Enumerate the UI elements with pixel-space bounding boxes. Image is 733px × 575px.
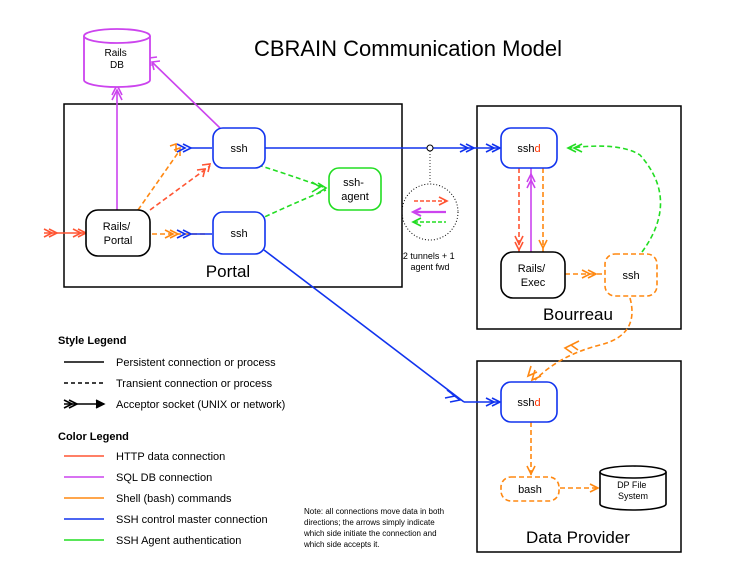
note-line-3: which side initiate the connection and [303,529,437,538]
bash-label: bash [518,484,542,496]
http-portal-to-ssh-top [149,165,211,211]
ssh-master-arrow-2 [485,397,502,407]
tunnel-note-line1: 2 tunnels + 1 [403,251,455,261]
http-arrow-bourreau [514,235,524,252]
shell-arrow-dp-2 [526,365,542,382]
tunnel-note: 2 tunnels + 1 agent fwd [403,251,457,272]
ssh-top-label: ssh [230,143,247,155]
ssh-bottom-label: ssh [230,228,247,240]
rails-db-line1: Rails [104,48,126,59]
sshd-bourreau-node: sshd [500,127,558,169]
rails-portal-node: Rails/ Portal [85,209,151,257]
sshd-dp-node: sshd [500,381,558,423]
legend-arrowhead-icon [95,399,106,409]
shell-arrow-2 [164,229,180,239]
legend-ssh-label: SSH control master connection [116,514,268,526]
rails-db-label: Rails DB [104,48,129,71]
agent-acceptor-bourreau [566,143,583,153]
tunnel-circle [401,183,459,241]
shell-arrow-exec [581,269,598,279]
agent-ssh-to-sshd-bourreau [569,145,662,253]
shell-portal-to-ssh-top [137,149,181,211]
sshd-bourreau-label: sshd [517,143,540,155]
bash-node: bash [500,476,560,502]
style-legend-heading: Style Legend [58,335,126,347]
data-provider-label: Data Provider [526,528,630,547]
ssh-bourreau-node: ssh [604,253,658,297]
agent-acceptor [311,181,328,194]
http-incoming-acceptor [43,228,59,238]
legend-dashed-label: Transient connection or process [116,378,273,390]
legend-http-label: HTTP data connection [116,451,225,463]
legend-shell-label: Shell (bash) commands [116,493,232,505]
ssh-master-arrow-2b [444,389,462,403]
agent-from-ssh-top [257,164,327,189]
shell-arrow-bourreau [538,239,548,250]
ssh-master-portal-dp [263,249,465,403]
legend-solid-label: Persistent connection or process [116,357,276,369]
note-line-2: directions; the arrows simply indicate [304,518,435,527]
legend-acceptor-icon [63,399,79,409]
note-line-1: Note: all connections move data in both [304,507,444,516]
diagram-title: CBRAIN Communication Model [254,36,562,61]
shell-arrow-dp-1 [563,340,580,354]
shell-arrow-fs [589,483,600,493]
sshd-dp-label: sshd [517,397,540,409]
portal-label: Portal [206,262,250,281]
sql-arrow-bourreau [526,172,536,189]
http-arrow-1 [196,163,212,178]
tunnel-note-line2: agent fwd [410,262,449,272]
bourreau-region [476,105,682,330]
portal-region [63,103,403,288]
ssh-bourreau-label: ssh [622,270,639,282]
rails-db-line2: DB [110,60,124,71]
rails-exec-node: Rails/ Exec [500,251,566,299]
tunnel-tap [426,144,434,152]
tunnel-sql-arrow [410,207,422,217]
rails-db-node: Rails DB [83,28,151,88]
agent-from-ssh-bottom [257,189,327,221]
ssh-agent-label: ssh- agent [341,177,369,203]
ssh-top-node: ssh [212,127,266,169]
legend-agent-label: SSH Agent authentication [116,535,241,547]
rails-exec-label: Rails/ Exec [518,263,549,289]
ssh-master-arrow-1 [485,143,502,153]
note-line-4: which side accepts it. [303,540,380,549]
tunnel-agent-arrow [411,217,422,227]
data-provider-region [476,360,682,553]
rails-portal-label: Rails/ Portal [103,221,134,247]
legend-sql-label: SQL DB connection [116,472,212,484]
sql-connection-ssh [151,61,221,129]
shell-bourreau-to-dp [534,297,633,381]
ssh-agent-node: ssh- agent [328,167,382,211]
tunnel-http-arrow [438,196,449,206]
bourreau-label: Bourreau [543,305,613,324]
dp-fs-label: DP File System [617,480,649,501]
dp-file-system-node: DP File System [599,465,667,511]
shell-arrow-bash [526,465,536,476]
shell-arrow-1 [169,142,181,156]
color-legend-heading: Color Legend [58,431,129,443]
ssh-bottom-node: ssh [212,211,266,255]
legend-acceptor-label: Acceptor socket (UNIX or network) [116,399,285,411]
ssh-master-arrow-1b [459,143,476,153]
